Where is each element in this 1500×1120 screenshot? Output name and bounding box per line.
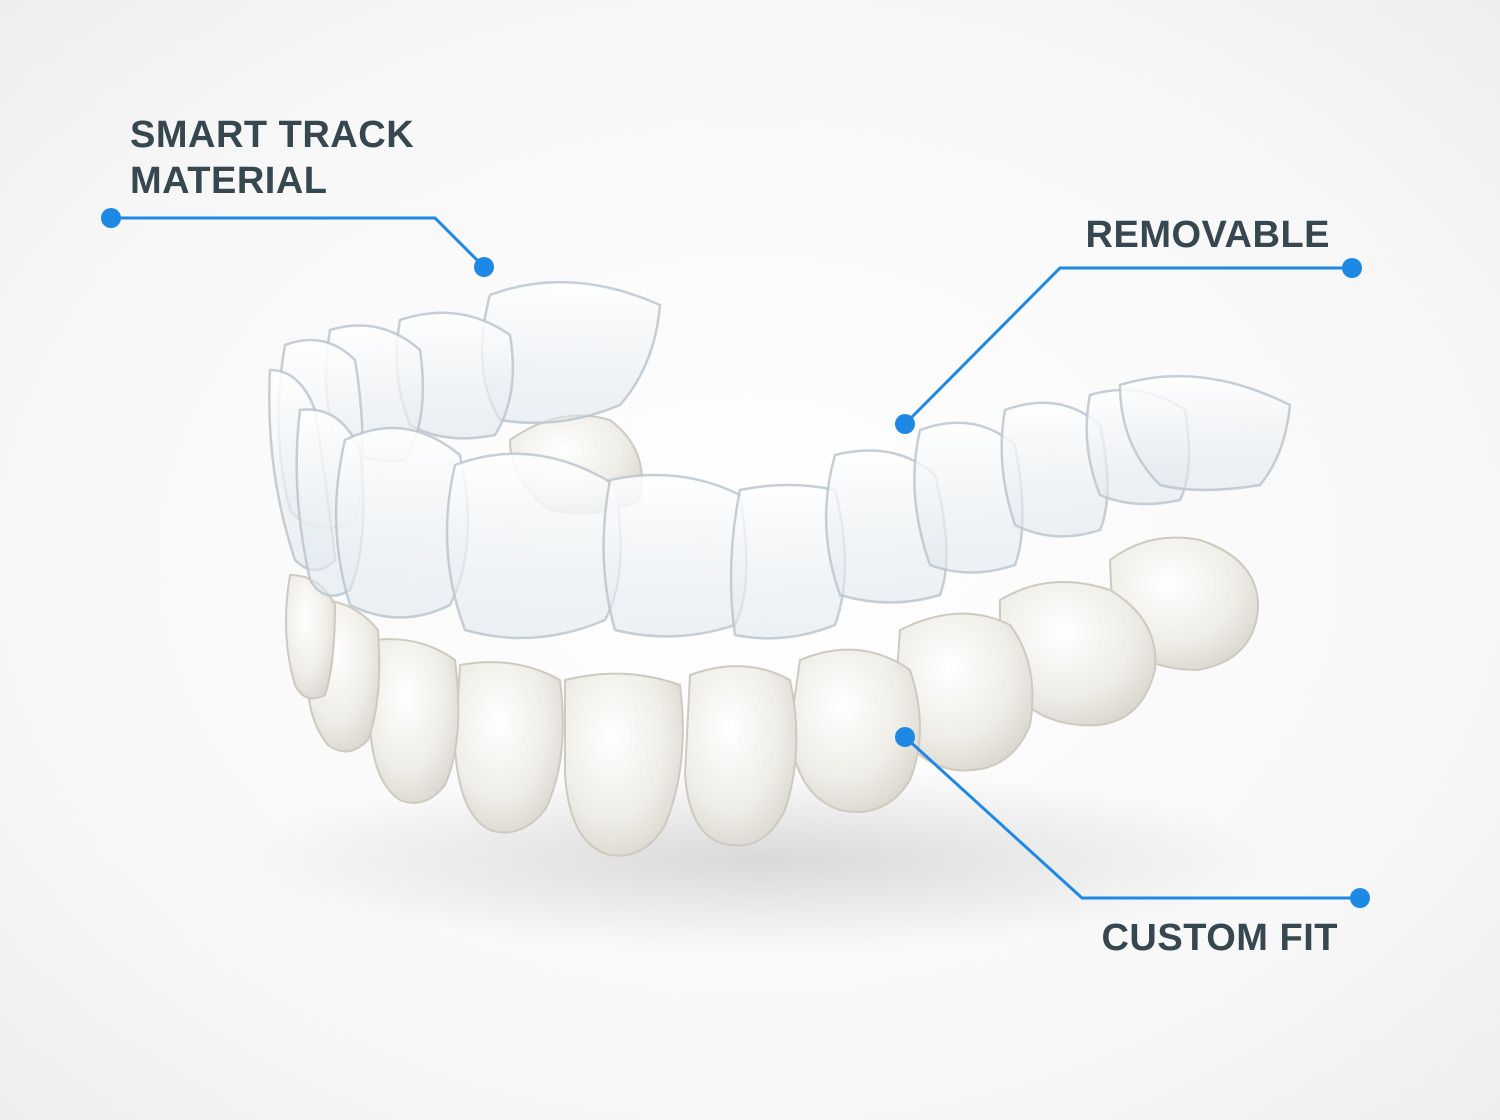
callout-smart-track (111, 216, 486, 269)
tooth (893, 612, 1034, 772)
label-custom-fit: CUSTOM FIT (1101, 917, 1338, 959)
leader-line (903, 266, 1352, 426)
tooth (564, 672, 684, 857)
tooth (788, 648, 921, 813)
tooth (683, 665, 798, 847)
tooth (999, 581, 1157, 727)
tooth (453, 661, 564, 834)
callout-dot (1350, 888, 1370, 908)
callout-dot (1342, 258, 1362, 278)
label-smart-track-material: SMART TRACK MATERIAL (130, 112, 414, 204)
label-line-2: MATERIAL (130, 160, 328, 202)
callout-removable (903, 266, 1352, 426)
label-removable: REMOVABLE (1085, 214, 1330, 256)
leader-line (111, 216, 486, 269)
lower-teeth (285, 414, 1260, 857)
callout-custom-fit (903, 735, 1360, 900)
callout-dot (101, 208, 121, 228)
label-line-1: SMART TRACK (130, 114, 415, 156)
callout-dot (895, 414, 915, 434)
clear-aligner (268, 280, 1292, 640)
leader-line (903, 735, 1360, 900)
callout-dot (895, 727, 915, 747)
tooth (368, 638, 460, 804)
callout-dot (474, 257, 494, 277)
